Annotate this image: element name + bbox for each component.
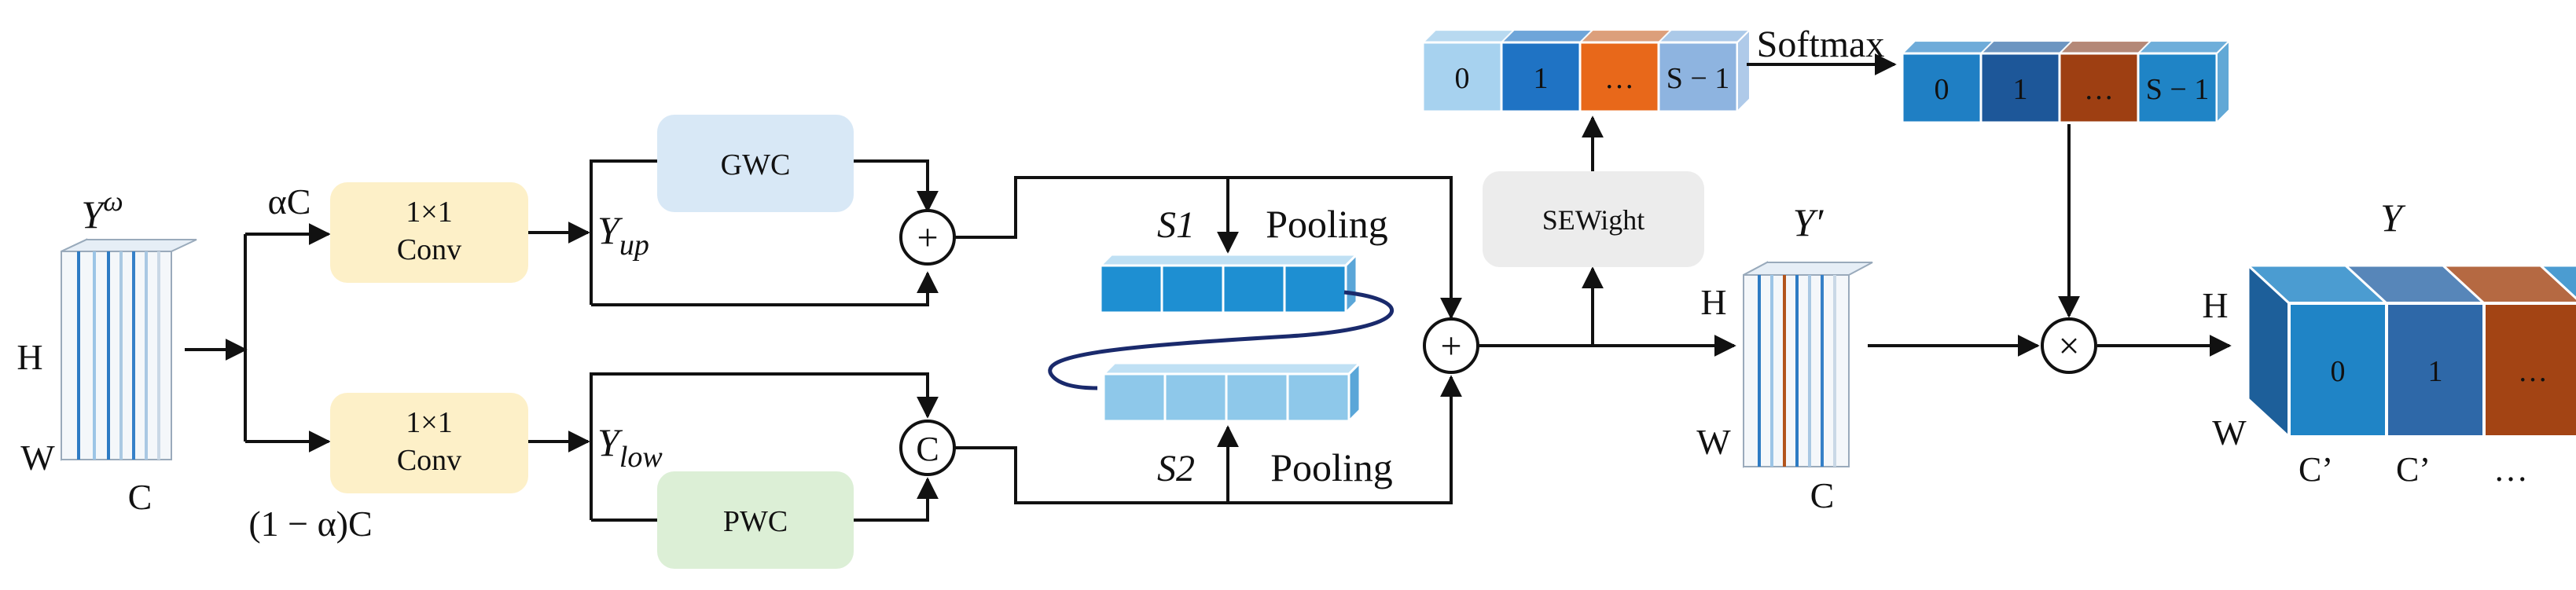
svg-text:Conv: Conv	[397, 444, 461, 477]
pool-s1-cell	[1222, 264, 1286, 314]
weight-in-cell-label: 0	[1455, 62, 1470, 95]
input-label: Yω	[81, 185, 123, 236]
output-dim-h: H	[2202, 285, 2228, 325]
mul-lines	[1868, 124, 2232, 357]
pwc-block: PWC	[657, 471, 854, 569]
y-prime-tensor: Y′ H W C	[1696, 200, 1873, 515]
s-curve-connector	[1048, 290, 1394, 390]
pool-s1-cell	[1160, 264, 1225, 314]
output-slice-label: 0	[2331, 355, 2346, 388]
output-label: Y	[2380, 196, 2406, 240]
svg-text:C: C	[916, 430, 939, 468]
se-lines	[1478, 115, 1736, 357]
weight-out-cell	[1901, 52, 1983, 124]
svg-text:GWC: GWC	[721, 148, 791, 181]
y-prime-label: Y′	[1793, 200, 1825, 244]
svg-text:1×1: 1×1	[406, 406, 452, 439]
mid-lines	[954, 176, 1462, 504]
svg-text:SEWight: SEWight	[1542, 204, 1645, 236]
pool-s2-label: Pooling	[1270, 445, 1393, 489]
y-prime-dim-w: W	[1696, 422, 1731, 462]
weight-in-cell-label: 1	[1534, 62, 1549, 95]
svg-text:PWC: PWC	[723, 505, 788, 538]
pool-s2-cell	[1102, 372, 1167, 423]
input-dim-c: C	[128, 477, 153, 517]
pool-s1-label: Pooling	[1266, 202, 1388, 246]
alpha-top-label: αC	[268, 181, 311, 222]
gwc-block: GWC	[657, 115, 854, 212]
weights-in: 0 1 … S − 1	[1420, 27, 1753, 114]
output-c-label: C’	[2299, 450, 2333, 489]
softmax-label: Softmax	[1757, 24, 1885, 65]
split-connectors	[185, 223, 331, 453]
weight-in-cell	[1421, 41, 1503, 113]
weight-out-cell-label: S − 1	[2146, 73, 2210, 106]
pool-s2-cell	[1286, 372, 1350, 423]
y-low-label: Ylow	[597, 420, 663, 474]
upper-branch-lines	[590, 159, 939, 306]
weight-in-cell	[1500, 41, 1582, 113]
output-dim-w: W	[2212, 412, 2247, 453]
pool-s2-cell	[1225, 372, 1289, 423]
output-c-label: …	[2493, 450, 2528, 489]
svg-text:×: ×	[2058, 325, 2079, 367]
svg-text:Conv: Conv	[397, 233, 461, 266]
svg-text:1×1: 1×1	[406, 196, 452, 229]
weight-out-cell-label: 1	[2013, 73, 2028, 106]
output-slice-label: …	[2518, 355, 2548, 388]
weight-out-cell	[2058, 52, 2140, 124]
seweight-block: SEWight	[1483, 171, 1704, 267]
output-slice	[2385, 302, 2486, 438]
weight-out-cell-label: 0	[1935, 73, 1949, 106]
input-dim-h: H	[17, 337, 42, 377]
conv-out-arrows	[528, 222, 590, 453]
add-node-top: +	[899, 209, 956, 266]
weights-out: 0 1 … S − 1	[1899, 38, 2232, 125]
conv-bottom-block: 1×1 Conv	[330, 393, 528, 493]
output-slice-label: 1	[2428, 355, 2443, 388]
weight-out-cell-label: …	[2084, 73, 2114, 106]
y-up-label: Yup	[597, 208, 649, 262]
y-prime-dim-h: H	[1700, 282, 1726, 322]
pool-s1-bar	[1097, 251, 1360, 316]
y-prime-dim-c: C	[1810, 475, 1835, 515]
output-tensor: 01…S − 1 Y H W C’C’…C’	[2202, 196, 2576, 489]
pool-s2-bar	[1101, 360, 1363, 424]
weight-in-cell-label: …	[1604, 62, 1634, 95]
pool-s2-cell	[1163, 372, 1228, 423]
input-dim-w: W	[20, 438, 55, 478]
multiply-node: ×	[2041, 317, 2097, 374]
weight-out-cell	[1979, 52, 2061, 124]
pool-s2-name: S2	[1157, 448, 1195, 489]
pool-s1-name: S1	[1157, 204, 1195, 246]
add-node-merge: +	[1423, 317, 1479, 374]
weight-in-cell	[1578, 41, 1660, 113]
pool-s1-cell	[1283, 264, 1347, 314]
concat-node: C	[899, 420, 956, 476]
weight-in-cell-label: S − 1	[1666, 62, 1730, 95]
svg-text:+: +	[917, 217, 938, 258]
weight-in-cell	[1657, 41, 1739, 113]
conv-top-block: 1×1 Conv	[330, 182, 528, 283]
svg-text:+: +	[1440, 325, 1461, 367]
lower-branch-lines	[590, 372, 939, 522]
pool-s1-cell	[1099, 264, 1163, 314]
output-slice	[2482, 302, 2576, 438]
input-tensor: Yω H W C	[17, 185, 197, 517]
output-c-label: C’	[2396, 450, 2431, 489]
alpha-bottom-label: (1 − α)C	[248, 504, 372, 544]
